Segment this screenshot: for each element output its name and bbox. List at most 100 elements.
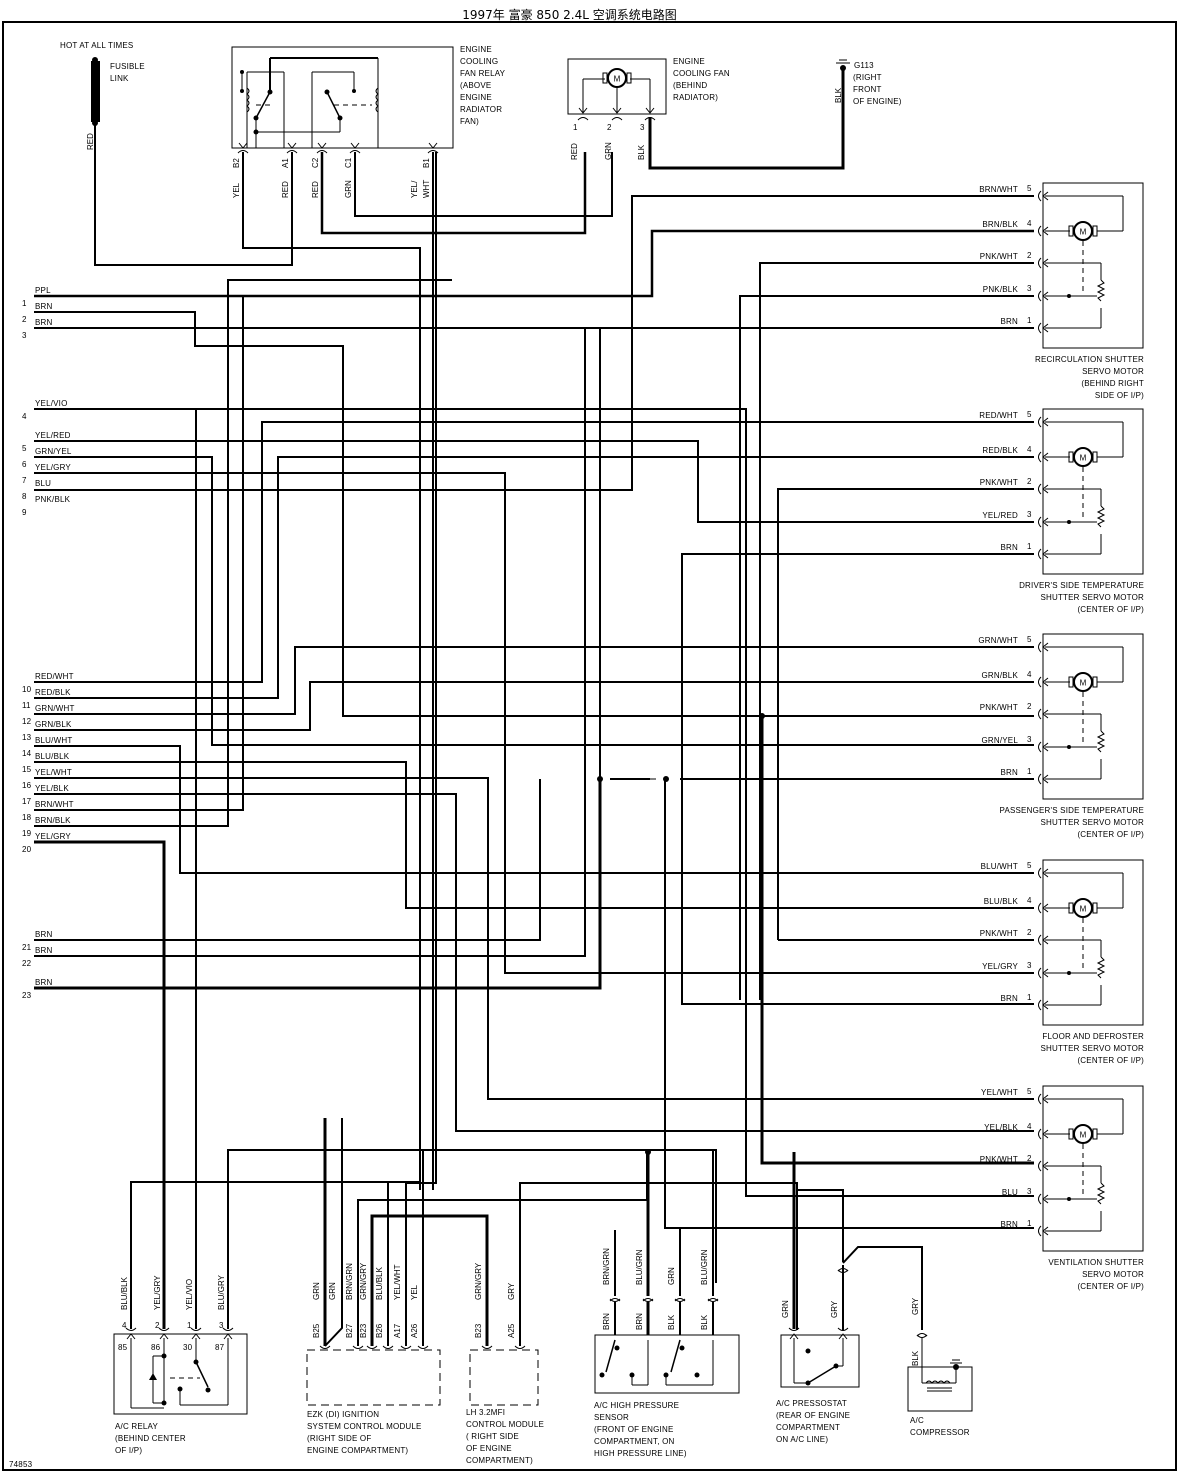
ezk-wire-label: YEL/WHT [393, 1264, 402, 1300]
brush-right [1092, 676, 1098, 688]
connector-socket-icon [1038, 1193, 1042, 1205]
wire-yel-red [34, 440, 1034, 523]
ezk-pin-label: B27 [345, 1323, 354, 1338]
brush-right [1092, 1128, 1098, 1140]
fan-wire-label: GRN [604, 142, 613, 160]
wire-pressostat-gry [797, 1189, 844, 1262]
terminal-number: 4 [22, 412, 27, 421]
connector-terminal-icon [1042, 1161, 1049, 1171]
connector-terminal-icon [1042, 868, 1049, 878]
pressostat-label: COMPARTMENT [776, 1423, 841, 1432]
ezk-wire-label: GRN/GRY [359, 1262, 368, 1300]
terminal-number: 18 [22, 813, 32, 822]
connector-terminal-icon [1042, 1129, 1049, 1139]
ac-relay-pin: 1 [187, 1321, 192, 1330]
ezk-pin-label: A17 [393, 1323, 402, 1338]
servo-pin-number: 2 [1027, 928, 1032, 937]
terminal-number: 23 [22, 991, 32, 1000]
wire-brn-22 [34, 779, 586, 957]
terminal-wire-label: RED/BLK [35, 688, 71, 697]
lh-pin-label: B23 [474, 1323, 483, 1338]
junction-dot [352, 89, 356, 93]
connector-terminal-icon [238, 142, 248, 149]
connector-socket-icon [788, 1327, 800, 1331]
servo-motor-icon [1073, 672, 1093, 692]
hp-wire-lower-label: BLK [667, 1314, 676, 1330]
ac-relay-terminal: 30 [183, 1343, 193, 1352]
connector-socket-icon [1038, 1128, 1042, 1140]
servo-wire-label: BLU/BLK [983, 897, 1018, 906]
wire-blu-gry-relay [227, 1149, 717, 1329]
compressor-box [907, 1366, 973, 1412]
terminal-number: 5 [22, 444, 27, 453]
servo-motor-label: RECIRCULATION SHUTTER [1035, 355, 1144, 364]
connector-socket-icon [642, 1298, 654, 1302]
servo-wire-label: PNK/WHT [979, 478, 1018, 487]
connector-terminal-icon [191, 1333, 201, 1340]
ac-relay-label: OF I/P) [115, 1446, 143, 1455]
wire-brn-wht [34, 195, 1034, 491]
connector-terminal-icon [1042, 323, 1049, 333]
ezk-pin-label: B26 [375, 1323, 384, 1338]
terminal-wire-label: YEL/GRY [35, 463, 71, 472]
servo-motor-label: PASSENGER'S SIDE TEMPERATURE [999, 806, 1144, 815]
servo-pin-number: 4 [1027, 1122, 1032, 1131]
connector-terminal-icon [1042, 1194, 1049, 1204]
wire-relay-c2-fan1 [320, 152, 587, 235]
connector-socket-icon [611, 117, 623, 121]
connector-terminal-icon [1042, 903, 1049, 913]
connector-socket-icon [1038, 257, 1042, 269]
connector-socket-icon [1038, 902, 1042, 914]
servo-wire-label: BRN [1000, 317, 1018, 326]
connector-terminal-icon [1042, 258, 1049, 268]
cooling-fan-label: RADIATOR) [673, 93, 719, 102]
relay-wire-label: RED [281, 181, 290, 198]
fusible-link-label: LINK [110, 74, 129, 83]
terminal-number: 1 [22, 299, 27, 308]
connector-socket-icon [1038, 483, 1042, 495]
ac-relay-terminal: 85 [118, 1343, 128, 1352]
ac-relay-wire-label: BLU/BLK [120, 1276, 129, 1310]
junction-dot [1067, 1197, 1071, 1201]
fan-wire-label: RED [570, 143, 579, 160]
servo-motor-label: (CENTER OF I/P) [1077, 830, 1144, 839]
connector-terminal-icon [789, 1333, 799, 1340]
junction-dot [679, 1345, 685, 1351]
connector-terminal-icon [645, 107, 655, 114]
connector-socket-icon [707, 1298, 719, 1302]
servo-wire-label: YEL/GRY [982, 962, 1018, 971]
servo-wire-label: PNK/WHT [979, 703, 1018, 712]
relay-wire-label: RED [311, 181, 320, 198]
connector-terminal-icon [1042, 191, 1049, 201]
connector-socket-icon [1038, 290, 1042, 302]
ground-location: OF ENGINE) [853, 97, 902, 106]
connector-socket-icon [1038, 773, 1042, 785]
terminal-wire-label: BLU/WHT [35, 736, 73, 745]
connector-socket-icon [1038, 741, 1042, 753]
compressor-wire-upper: GRY [911, 1297, 920, 1315]
servo-wire-label: BRN/BLK [982, 220, 1018, 229]
fan-relay-label: ENGINE [460, 45, 492, 54]
terminal-wire-label: BRN [35, 946, 53, 955]
terminal-number: 6 [22, 460, 27, 469]
connector-socket-icon [1038, 1225, 1042, 1237]
servo-wire-label: YEL/WHT [981, 1088, 1018, 1097]
servo-motor-label: SERVO MOTOR [1082, 367, 1144, 376]
junction-dot [240, 89, 244, 93]
wire-relay-b2 [242, 152, 421, 1190]
motor-symbol: M [1080, 228, 1087, 237]
servo-motor-label: DRIVER'S SIDE TEMPERATURE [1019, 581, 1144, 590]
servo-motor-label: SIDE OF I/P) [1094, 391, 1144, 400]
potentiometer-icon [1096, 1182, 1106, 1205]
wire-brn-wht-2 [34, 296, 244, 811]
diode-icon [149, 1373, 157, 1380]
connector-terminal-icon [1042, 774, 1049, 784]
connector-socket-icon [514, 1345, 526, 1349]
connector-socket-icon [1038, 322, 1042, 334]
servo-pin-number: 3 [1027, 284, 1032, 293]
connector-terminal-icon [838, 1333, 848, 1340]
motor-symbol: M [614, 75, 621, 84]
wire-ezk-a17 [405, 152, 437, 1346]
connector-socket-icon [349, 150, 361, 154]
splice-dot [597, 776, 603, 782]
